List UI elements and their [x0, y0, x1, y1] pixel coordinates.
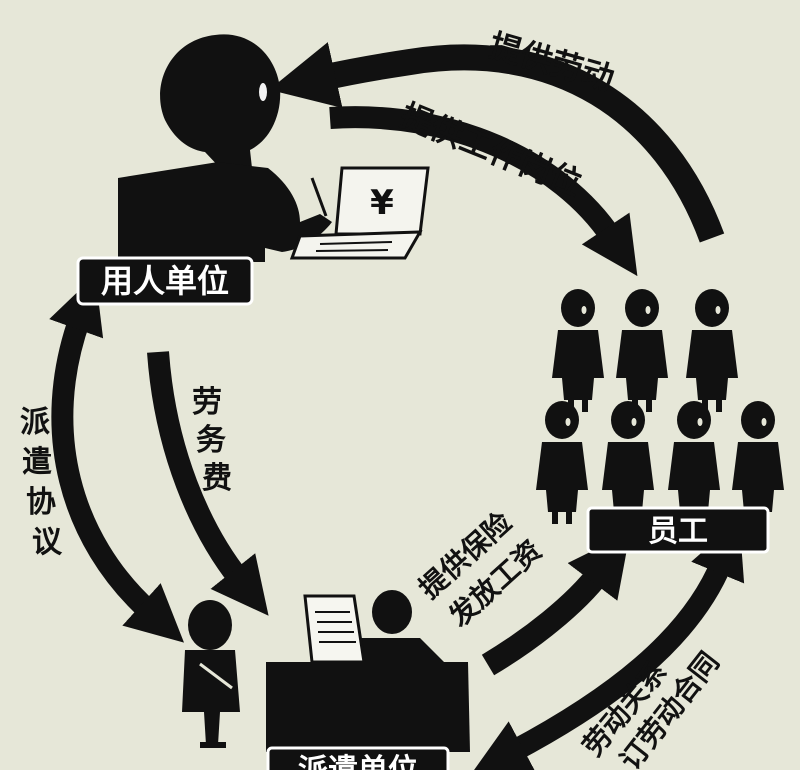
provide-jobs-arrow: [329, 106, 638, 277]
labor-fee-char-2: 务: [196, 423, 226, 458]
employee-figure: [668, 401, 720, 524]
agency-label-text: 派遣单位: [298, 753, 418, 770]
dispatch-agreement-char-3: 协: [26, 485, 56, 520]
employee-figure: [552, 289, 604, 412]
agency-desk: [266, 662, 470, 752]
dispatched-worker-figure: [182, 600, 240, 748]
dispatch-agreement-arrow: [49, 274, 184, 643]
employee-figure: [616, 289, 668, 412]
employee-figure: [536, 401, 588, 524]
employees-label: 员工: [586, 506, 770, 554]
dispatch-agreement-char-4: 议: [32, 525, 63, 560]
employer-body: [118, 162, 332, 262]
yen-icon: ¥: [370, 183, 394, 223]
provide-labor-arrow: [269, 42, 725, 243]
dispatch-agreement-char-2: 遣: [22, 445, 52, 480]
pen: [310, 177, 328, 217]
laptop: ¥: [289, 166, 430, 260]
labor-fee-char-3: 费: [202, 461, 232, 496]
provide-labor-label: 提供劳动: [485, 26, 619, 98]
agency-label: 派遣单位: [266, 746, 450, 770]
labor-relation-arrow: [471, 519, 745, 770]
agency-person: [350, 590, 444, 665]
employer-head: [160, 34, 281, 170]
labor-fee-arrow: [147, 351, 269, 616]
employer-label: 用人单位: [76, 256, 254, 306]
employees-group: [536, 289, 784, 524]
employer-figure: [118, 34, 332, 262]
employer-label-text: 用人单位: [101, 262, 229, 300]
document-paper: [303, 594, 366, 664]
dispatch-agreement-label: 派 遣 协 议: [20, 405, 63, 560]
employees-label-text: 员工: [648, 514, 708, 549]
employee-figure: [602, 401, 654, 524]
labor-fee-label: 劳 务 费: [192, 385, 232, 496]
dispatch-agreement-char-1: 派: [20, 405, 50, 440]
employee-figure: [732, 401, 784, 524]
employer-eye: [259, 83, 267, 101]
employee-figure: [686, 289, 738, 412]
labor-fee-char-1: 劳: [192, 385, 222, 420]
